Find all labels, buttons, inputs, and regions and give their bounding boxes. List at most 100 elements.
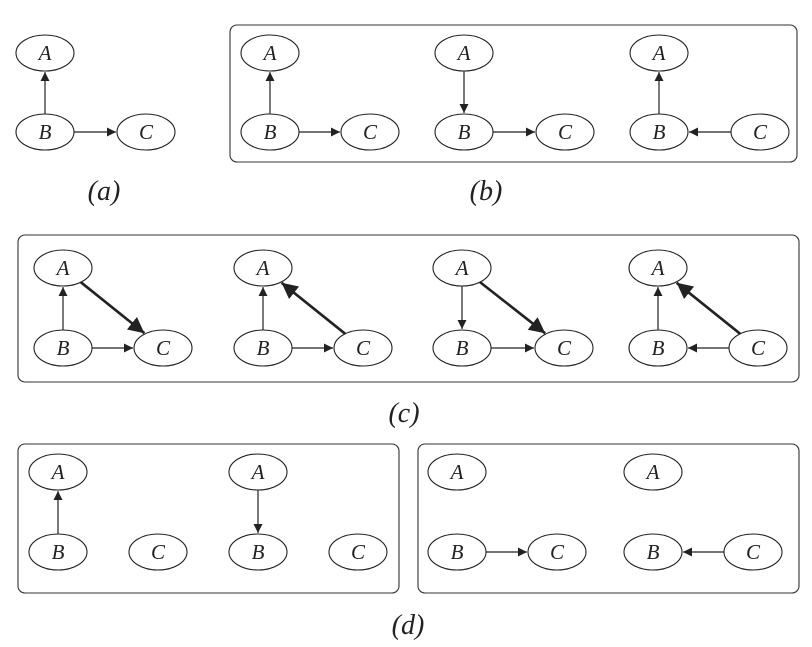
node-label: B <box>647 540 660 564</box>
node-c: C <box>730 113 790 151</box>
node-a: A <box>623 453 683 491</box>
node-b: B <box>240 113 300 151</box>
node-label: C <box>558 120 573 144</box>
graph-a-1: A B C <box>15 34 176 151</box>
node-label: A <box>55 256 70 280</box>
node-label: C <box>746 540 761 564</box>
node-ellipse <box>623 453 683 491</box>
graph-d-1: A B C <box>28 453 188 571</box>
node-label: C <box>753 120 768 144</box>
node-label: C <box>751 336 766 360</box>
node-c: C <box>333 329 393 367</box>
node-ellipse <box>628 329 688 367</box>
node-b: B <box>233 329 293 367</box>
node-label: A <box>456 41 471 65</box>
node-ellipse <box>240 34 300 72</box>
node-ellipse <box>33 329 93 367</box>
node-c: C <box>723 533 783 571</box>
node-label: B <box>52 540 65 564</box>
graph-c-2: A B C <box>233 249 393 367</box>
node-a: A <box>427 453 487 491</box>
node-ellipse <box>527 533 587 571</box>
node-label: B <box>451 540 464 564</box>
node-a: A <box>432 249 492 287</box>
node-ellipse <box>228 453 288 491</box>
node-ellipse <box>427 533 487 571</box>
node-label: B <box>653 120 666 144</box>
node-c: C <box>133 329 193 367</box>
node-c: C <box>728 329 788 367</box>
node-ellipse <box>427 453 487 491</box>
edge-c-to-a <box>280 281 347 335</box>
graph-c-1: A B C <box>33 249 193 367</box>
panel-d-left <box>17 443 400 594</box>
node-ellipse <box>116 113 176 151</box>
node-c: C <box>328 533 388 571</box>
caption-a: (a) <box>88 176 121 207</box>
node-ellipse <box>432 329 492 367</box>
node-label: B <box>39 120 52 144</box>
node-label: A <box>50 460 65 484</box>
node-b: B <box>427 533 487 571</box>
node-label: A <box>250 460 265 484</box>
node-ellipse <box>240 113 300 151</box>
node-ellipse <box>228 533 288 571</box>
node-a: A <box>15 34 75 72</box>
node-a: A <box>434 34 494 72</box>
node-ellipse <box>432 249 492 287</box>
node-a: A <box>629 34 689 72</box>
node-c: C <box>116 113 176 151</box>
graph-c-4: A B C <box>628 249 788 367</box>
node-ellipse <box>623 533 683 571</box>
node-c: C <box>534 329 594 367</box>
node-ellipse <box>233 329 293 367</box>
graph-d-3: A B C <box>427 453 587 571</box>
graph-b-3: A B C <box>629 34 790 151</box>
node-ellipse <box>33 249 93 287</box>
node-b: B <box>15 113 75 151</box>
node-label: C <box>351 540 366 564</box>
edge-c-to-a <box>675 281 742 335</box>
node-ellipse <box>730 113 790 151</box>
panel-b <box>229 24 798 163</box>
node-label: A <box>650 256 665 280</box>
node-c: C <box>535 113 595 151</box>
node-ellipse <box>535 113 595 151</box>
node-ellipse <box>629 113 689 151</box>
node-ellipse <box>128 533 188 571</box>
panel-d-right <box>417 443 800 594</box>
caption-d: (d) <box>392 610 425 641</box>
node-label: A <box>255 256 270 280</box>
node-a: A <box>33 249 93 287</box>
caption-c: (c) <box>388 398 419 429</box>
node-label: A <box>262 41 277 65</box>
node-label: A <box>651 41 666 65</box>
node-ellipse <box>434 113 494 151</box>
node-ellipse <box>340 113 400 151</box>
node-ellipse <box>15 34 75 72</box>
node-ellipse <box>28 453 88 491</box>
node-label: C <box>557 336 572 360</box>
node-label: B <box>257 336 270 360</box>
node-ellipse <box>629 34 689 72</box>
node-ellipse <box>28 533 88 571</box>
node-a: A <box>240 34 300 72</box>
node-label: C <box>156 336 171 360</box>
node-ellipse <box>233 249 293 287</box>
node-b: B <box>28 533 88 571</box>
graph-d-4: A B C <box>623 453 783 571</box>
node-label: C <box>550 540 565 564</box>
edge-a-to-c <box>79 281 146 335</box>
node-label: B <box>652 336 665 360</box>
node-ellipse <box>628 249 688 287</box>
node-b: B <box>33 329 93 367</box>
node-label: A <box>449 460 464 484</box>
node-label: C <box>151 540 166 564</box>
node-label: B <box>264 120 277 144</box>
node-ellipse <box>333 329 393 367</box>
panel-c <box>17 234 800 383</box>
